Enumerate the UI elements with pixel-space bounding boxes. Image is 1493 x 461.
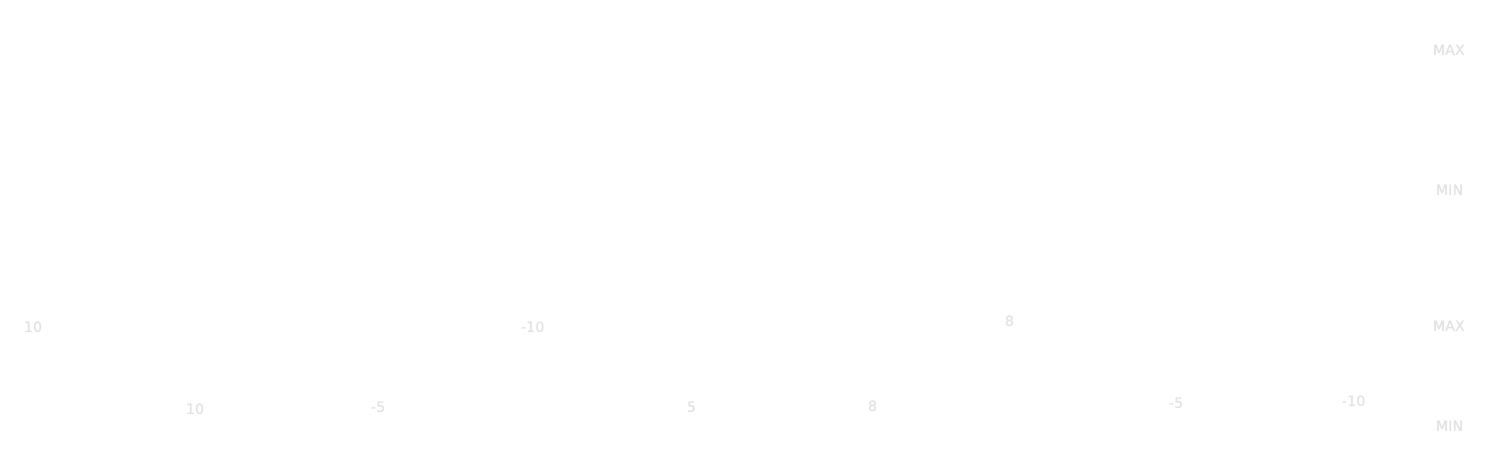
lower-value: 5 xyxy=(687,400,697,416)
min-label-bottom: MIN xyxy=(1436,419,1464,435)
min-label-top: MIN xyxy=(1436,183,1464,199)
upper-value: 10 xyxy=(24,320,43,336)
lower-value: 10 xyxy=(186,402,205,418)
lower-value: -5 xyxy=(1169,396,1184,412)
upper-value: -10 xyxy=(521,320,545,336)
lower-value: -5 xyxy=(371,400,386,416)
lower-value: 8 xyxy=(868,399,878,415)
upper-value: 8 xyxy=(1005,314,1015,330)
max-label-top: MAX xyxy=(1433,43,1465,59)
max-label-bottom: MAX xyxy=(1433,319,1465,335)
lower-value: -10 xyxy=(1342,394,1366,410)
